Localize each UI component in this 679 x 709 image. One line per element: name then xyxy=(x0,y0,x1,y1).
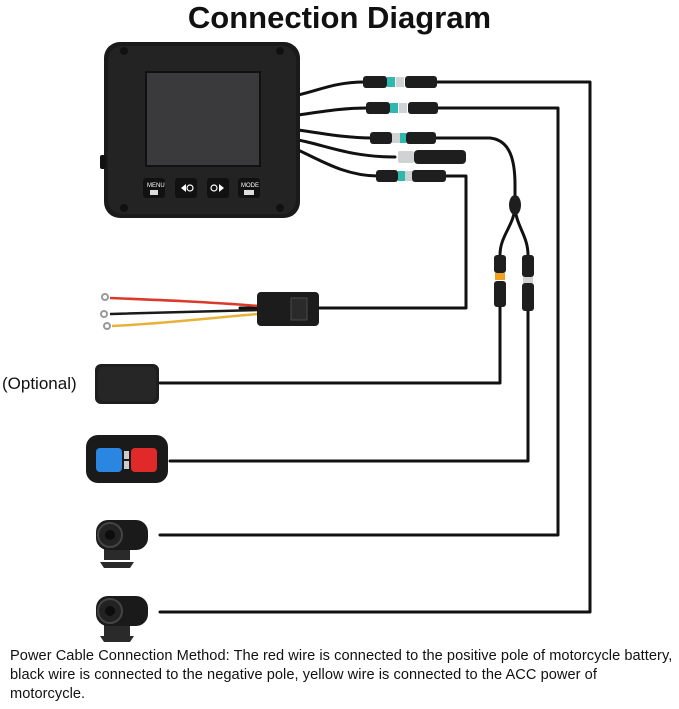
recorder-buttons: MENU MODE xyxy=(143,178,260,198)
cable-2 xyxy=(296,106,370,117)
menu-button-label: MENU xyxy=(147,183,165,189)
connectors xyxy=(363,76,534,311)
gps-module xyxy=(95,364,159,404)
wire-remote xyxy=(168,308,530,463)
cable-4 xyxy=(296,138,397,159)
power-cable xyxy=(100,292,319,330)
cable-3 xyxy=(296,128,374,140)
wire-power xyxy=(316,174,468,310)
recorder-unit: MENU MODE xyxy=(100,42,300,218)
wire-front-camera xyxy=(158,106,560,537)
wire-gps xyxy=(158,303,502,385)
wire-rear-camera xyxy=(158,80,592,614)
wired-remote xyxy=(86,435,168,483)
cable-5 xyxy=(296,148,380,178)
optional-label: (Optional) xyxy=(2,374,77,393)
wire-splitter xyxy=(433,136,517,207)
mode-button-label: MODE xyxy=(241,183,259,189)
front-camera xyxy=(96,520,148,568)
power-cable-description: Power Cable Connection Method: The red w… xyxy=(10,648,673,702)
rear-camera xyxy=(96,596,148,642)
diagram-title: Connection Diagram xyxy=(187,0,492,35)
cable-1 xyxy=(296,80,367,97)
